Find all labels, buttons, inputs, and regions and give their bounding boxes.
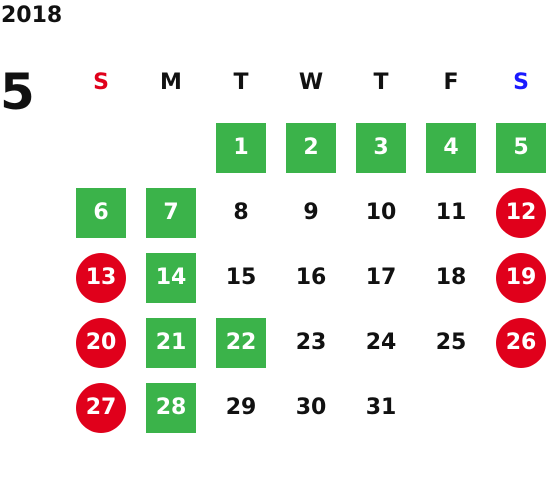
calendar-day-16[interactable]: 16 <box>295 265 327 290</box>
calendar-day-cell: 27 <box>66 375 136 440</box>
calendar-day-12[interactable]: 12 <box>496 187 546 238</box>
calendar-day-10[interactable]: 10 <box>365 200 397 225</box>
calendar-day-cell: 20 <box>66 310 136 375</box>
weekday-header: S <box>513 70 529 95</box>
calendar-day-cell: 9 <box>276 180 346 245</box>
calendar-day-cell: 25 <box>416 310 486 375</box>
calendar-day-24[interactable]: 24 <box>365 330 397 355</box>
calendar-day-4[interactable]: 4 <box>426 122 476 173</box>
calendar-day-cell: 23 <box>276 310 346 375</box>
calendar-day-cell: 29 <box>206 375 276 440</box>
calendar-day-cell: 28 <box>136 375 206 440</box>
weekday-header: S <box>93 70 109 95</box>
calendar-month: 5 <box>0 63 35 121</box>
calendar-day-31[interactable]: 31 <box>365 395 397 420</box>
calendar-day-cell: 30 <box>276 375 346 440</box>
weekday-header: T <box>233 70 249 95</box>
calendar-day-13[interactable]: 13 <box>76 252 126 303</box>
calendar-day-cell: 21 <box>136 310 206 375</box>
calendar-day-6[interactable]: 6 <box>76 187 126 238</box>
calendar-day-cell: 10 <box>346 180 416 245</box>
calendar-day-cell: 1 <box>206 115 276 180</box>
calendar-day-8[interactable]: 8 <box>233 200 249 225</box>
calendar-day-22[interactable]: 22 <box>216 317 266 368</box>
calendar-day-cell: 8 <box>206 180 276 245</box>
calendar-year: 2018 <box>1 3 63 28</box>
calendar-day-30[interactable]: 30 <box>295 395 327 420</box>
calendar-day-cell: 5 <box>486 115 548 180</box>
calendar-day-cell: 6 <box>66 180 136 245</box>
calendar-day-cell: 16 <box>276 245 346 310</box>
calendar-day-19[interactable]: 19 <box>496 252 546 303</box>
calendar-day-18[interactable]: 18 <box>435 265 467 290</box>
calendar-day-2[interactable]: 2 <box>286 122 336 173</box>
calendar-day-26[interactable]: 26 <box>496 317 546 368</box>
calendar-day-cell: 14 <box>136 245 206 310</box>
calendar-day-15[interactable]: 15 <box>225 265 257 290</box>
calendar-day-14[interactable]: 14 <box>146 252 196 303</box>
calendar-day-cell: 7 <box>136 180 206 245</box>
calendar-empty-cell <box>486 375 548 440</box>
weekday-header: M <box>160 70 182 95</box>
calendar-day-11[interactable]: 11 <box>435 200 467 225</box>
calendar-day-3[interactable]: 3 <box>356 122 406 173</box>
calendar-day-20[interactable]: 20 <box>76 317 126 368</box>
calendar-day-5[interactable]: 5 <box>496 122 546 173</box>
calendar-day-cell: 22 <box>206 310 276 375</box>
calendar-day-cell: 17 <box>346 245 416 310</box>
calendar-day-21[interactable]: 21 <box>146 317 196 368</box>
calendar-day-7[interactable]: 7 <box>146 187 196 238</box>
calendar-empty-cell <box>66 115 136 180</box>
calendar-day-cell: 11 <box>416 180 486 245</box>
calendar-day-25[interactable]: 25 <box>435 330 467 355</box>
calendar-day-29[interactable]: 29 <box>225 395 257 420</box>
weekday-header: F <box>443 70 459 95</box>
calendar-empty-cell <box>136 115 206 180</box>
calendar-day-cell: 26 <box>486 310 548 375</box>
calendar-day-17[interactable]: 17 <box>365 265 397 290</box>
calendar-day-cell: 18 <box>416 245 486 310</box>
calendar-day-23[interactable]: 23 <box>295 330 327 355</box>
weekday-header: T <box>373 70 389 95</box>
calendar-day-cell: 12 <box>486 180 548 245</box>
calendar-day-cell: 3 <box>346 115 416 180</box>
calendar-day-cell: 19 <box>486 245 548 310</box>
calendar-day-cell: 13 <box>66 245 136 310</box>
calendar-day-cell: 2 <box>276 115 346 180</box>
calendar-day-1[interactable]: 1 <box>216 122 266 173</box>
calendar-day-cell: 4 <box>416 115 486 180</box>
calendar-day-cell: 24 <box>346 310 416 375</box>
calendar-empty-cell <box>416 375 486 440</box>
calendar-day-28[interactable]: 28 <box>146 382 196 433</box>
calendar-day-cell: 31 <box>346 375 416 440</box>
weekday-header: W <box>298 70 324 95</box>
calendar-day-9[interactable]: 9 <box>303 200 319 225</box>
calendar-day-27[interactable]: 27 <box>76 382 126 433</box>
calendar-day-cell: 15 <box>206 245 276 310</box>
